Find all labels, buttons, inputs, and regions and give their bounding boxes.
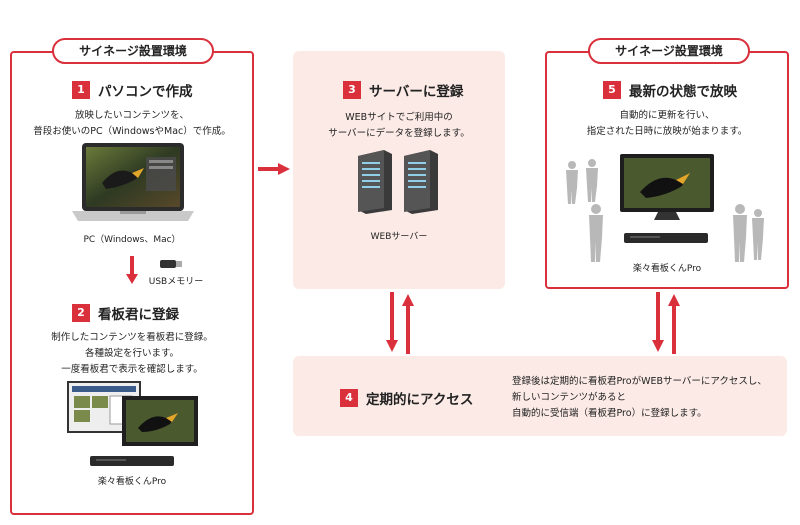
server-panel bbox=[293, 51, 505, 289]
server-icon bbox=[358, 150, 438, 214]
step2-description: 制作したコンテンツを看板君に登録。 各種設定を行います。 一度看板君で表示を確認… bbox=[20, 330, 244, 378]
step3-desc-line: WEBサイトでご利用中の bbox=[345, 112, 453, 123]
step1-desc-line: 放映したいコンテンツを、 bbox=[74, 110, 189, 121]
signage-display-icon bbox=[620, 154, 714, 220]
step4-desc-line: 登録後は定期的に看板君ProがWEBサーバーにアクセスし、 bbox=[512, 376, 767, 387]
step1-number: 1 bbox=[72, 81, 90, 99]
laptop-icon bbox=[72, 143, 194, 221]
step2-desc-line: 一度看板君で表示を確認します。 bbox=[61, 364, 203, 375]
step2-desc-line: 制作したコンテンツを看板君に登録。 bbox=[51, 332, 213, 343]
step5-caption: 楽々看板くんPro bbox=[632, 264, 702, 274]
signage-device-icon bbox=[90, 456, 174, 466]
step3-number: 3 bbox=[343, 81, 361, 99]
step3-title: サーバーに登録 bbox=[369, 84, 464, 100]
step4-number: 4 bbox=[340, 389, 358, 407]
monitors-icon bbox=[67, 381, 198, 446]
step1-title: パソコンで作成 bbox=[98, 84, 193, 100]
right-arrow-icon bbox=[258, 163, 290, 175]
usb-icon bbox=[160, 260, 182, 268]
step3-desc-line: サーバーにデータを登録します。 bbox=[328, 128, 470, 139]
step1-heading: 1 パソコンで作成 bbox=[72, 80, 193, 100]
updown-arrows-icon bbox=[386, 292, 414, 354]
step5-title: 最新の状態で放映 bbox=[629, 84, 737, 100]
step4-heading: 4 定期的にアクセス bbox=[340, 388, 473, 408]
step1-description: 放映したいコンテンツを、 普段お使いのPC（WindowsやMac）で作成。 bbox=[20, 108, 244, 140]
step2-heading: 2 看板君に登録 bbox=[72, 303, 179, 323]
env-tag-right: サイネージ設置環境 bbox=[588, 38, 750, 64]
step1-caption: PC（Windows、Mac） bbox=[83, 235, 181, 245]
step2-title: 看板君に登録 bbox=[98, 307, 179, 323]
step1-desc-line: 普段お使いのPC（WindowsやMac）で作成。 bbox=[33, 126, 231, 137]
step5-description: 自動的に更新を行い、 指定された日時に放映が始まります。 bbox=[545, 108, 789, 140]
step4-desc-line: 自動的に受信端（看板君Pro）に登録します。 bbox=[512, 408, 707, 419]
people-icon bbox=[566, 159, 598, 204]
access-panel bbox=[293, 356, 787, 436]
people-right-icon bbox=[589, 204, 764, 262]
env-tag-left: サイネージ設置環境 bbox=[52, 38, 214, 64]
step3-caption: WEBサーバー bbox=[370, 232, 428, 242]
step3-heading: 3 サーバーに登録 bbox=[343, 80, 463, 100]
step4-title: 定期的にアクセス bbox=[366, 392, 474, 408]
step2-number: 2 bbox=[72, 304, 90, 322]
down-arrow-icon bbox=[126, 256, 138, 284]
step3-description: WEBサイトでご利用中の サーバーにデータを登録します。 bbox=[293, 110, 505, 142]
step2-caption: 楽々看板くんPro bbox=[97, 477, 167, 487]
step4-description: 登録後は定期的に看板君ProがWEBサーバーにアクセスし、 新しいコンテンツがあ… bbox=[512, 374, 767, 422]
step5-desc-line: 指定された日時に放映が始まります。 bbox=[586, 126, 748, 137]
step5-number: 5 bbox=[603, 81, 621, 99]
updown-arrows-icon bbox=[652, 292, 680, 354]
step4-desc-line: 新しいコンテンツがあると bbox=[512, 392, 627, 403]
step5-desc-line: 自動的に更新を行い、 bbox=[619, 110, 715, 121]
step2-desc-line: 各種設定を行います。 bbox=[84, 348, 180, 359]
usb-caption: USBメモリー bbox=[148, 277, 204, 287]
step5-heading: 5 最新の状態で放映 bbox=[603, 80, 737, 100]
signage-device-icon bbox=[624, 233, 708, 243]
